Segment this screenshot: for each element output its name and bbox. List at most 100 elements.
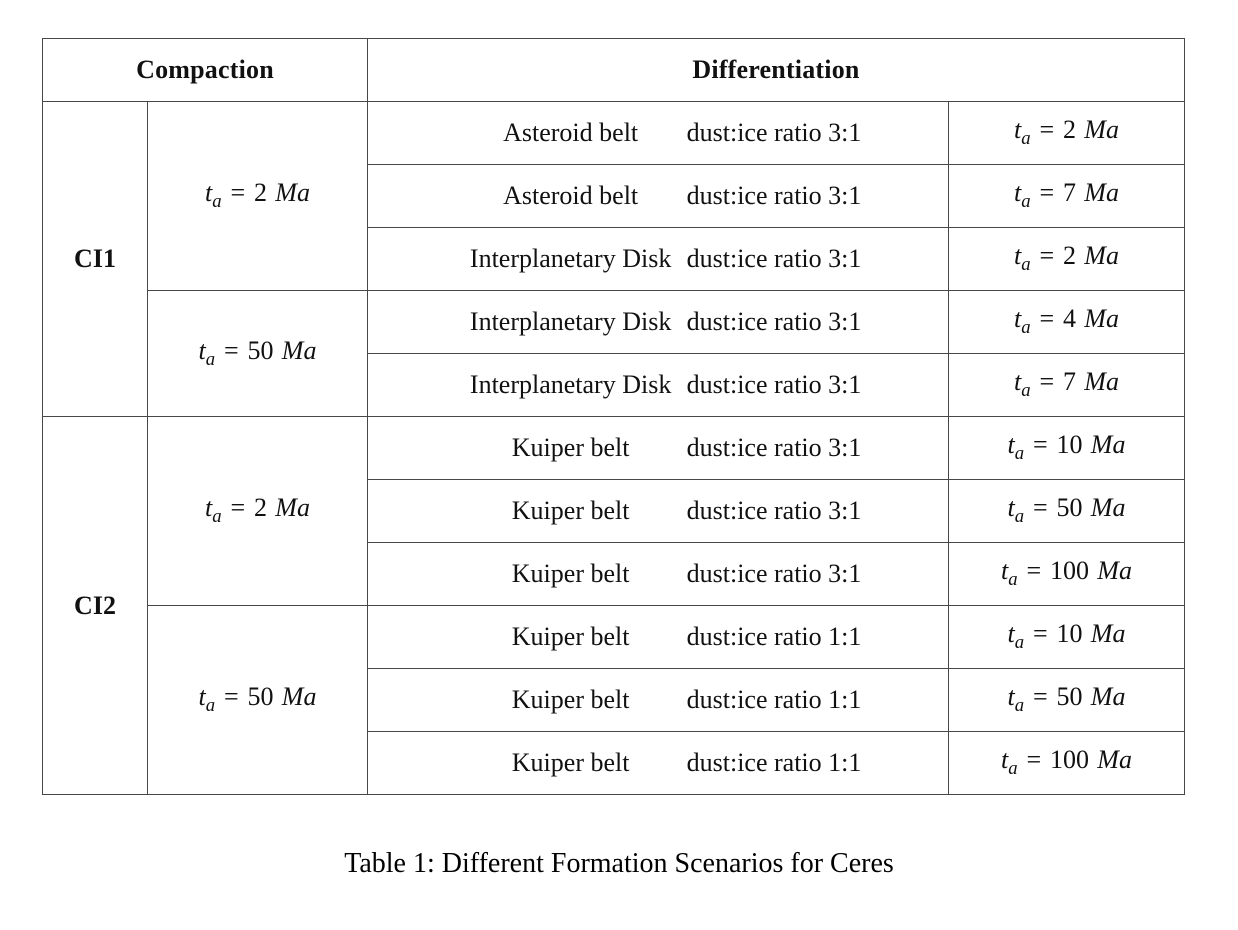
math-var: t xyxy=(1001,556,1009,586)
ta-unit: Ma xyxy=(1097,556,1132,586)
formation-location: Kuiper belt xyxy=(511,622,630,651)
math-equals: = xyxy=(1032,493,1048,523)
math-var: t xyxy=(1007,682,1015,712)
math-equals: = xyxy=(1039,241,1055,271)
math-sub: a xyxy=(205,349,216,371)
ta-value: 100 xyxy=(1049,745,1089,775)
math-equals: = xyxy=(1032,619,1048,649)
ta-unit: Ma xyxy=(1084,178,1119,208)
ta-value: 2 xyxy=(1062,115,1076,145)
math-var: t xyxy=(1001,745,1009,775)
formation-location: Asteroid belt xyxy=(503,118,639,147)
math-equals: = xyxy=(1032,682,1048,712)
math-equals: = xyxy=(1039,178,1055,208)
group-label-ci1: CI1 xyxy=(42,101,148,417)
math-var: t xyxy=(1014,367,1022,397)
dust-ice-ratio: dust:ice ratio 3:1 xyxy=(686,244,862,273)
math-var: t xyxy=(1014,304,1022,334)
table-row: Interplanetary Disk dust:ice ratio 3:1 ta… xyxy=(43,353,1185,417)
math-equals: = xyxy=(230,493,246,523)
dust-ice-ratio: dust:ice ratio 3:1 xyxy=(686,496,862,525)
ta-formula: ta =7 Ma xyxy=(1014,178,1119,212)
math-sub: a xyxy=(1021,128,1031,150)
math-sub: a xyxy=(212,506,222,528)
ta-value: 7 xyxy=(1062,178,1076,208)
ta-unit: Ma xyxy=(1097,745,1132,775)
dust-ice-ratio: dust:ice ratio 3:1 xyxy=(686,370,862,399)
ta-value: 10 xyxy=(1056,430,1083,460)
dust-ice-ratio: dust:ice ratio 1:1 xyxy=(686,622,862,651)
formation-location: Interplanetary Disk xyxy=(469,370,672,399)
math-sub: a xyxy=(1014,506,1025,528)
dust-ice-ratio: dust:ice ratio 3:1 xyxy=(686,181,862,210)
math-sub: a xyxy=(1021,380,1031,402)
formation-location: Kuiper belt xyxy=(511,433,630,462)
ta-unit: Ma xyxy=(1090,682,1126,712)
ta-value: 50 xyxy=(1056,493,1083,523)
math-var: t xyxy=(1007,619,1015,649)
ta-value: 2 xyxy=(253,178,267,208)
ta-value: 7 xyxy=(1062,367,1076,397)
ta-value: 2 xyxy=(253,493,267,523)
math-equals: = xyxy=(1039,304,1055,334)
math-sub: a xyxy=(1021,191,1031,213)
header-differentiation: Differentiation xyxy=(367,38,1185,102)
formation-location: Kuiper belt xyxy=(511,685,630,714)
formation-location: Kuiper belt xyxy=(511,496,630,525)
dust-ice-ratio: dust:ice ratio 3:1 xyxy=(686,559,862,588)
math-var: t xyxy=(1014,241,1022,271)
dust-ice-ratio: dust:ice ratio 1:1 xyxy=(686,685,862,714)
ta-unit: Ma xyxy=(1090,493,1126,523)
ta-unit: Ma xyxy=(1090,619,1126,649)
math-var: t xyxy=(1014,178,1022,208)
table-caption: Table 1: Different Formation Scenarios f… xyxy=(344,848,894,879)
ta-unit: Ma xyxy=(1084,304,1119,334)
ta-value: 50 xyxy=(247,335,274,365)
dust-ice-ratio: dust:ice ratio 3:1 xyxy=(686,433,862,462)
math-var: t xyxy=(205,493,213,523)
ta-unit: Ma xyxy=(1084,367,1119,397)
differentiation-cell: Kuiper belt dust:ice ratio 3:1 xyxy=(367,479,949,543)
table-header-row: Compaction Differentiation xyxy=(42,38,1185,102)
math-sub: a xyxy=(1008,758,1018,780)
math-sub: a xyxy=(1014,632,1025,654)
ta-value: 10 xyxy=(1056,619,1083,649)
formation-location: Kuiper belt xyxy=(511,748,630,777)
ta-unit: Ma xyxy=(275,178,310,208)
differentiation-ta-cell: ta =7 Ma xyxy=(948,164,1185,228)
ta-unit: Ma xyxy=(1084,115,1119,145)
math-equals: = xyxy=(1039,115,1055,145)
math-sub: a xyxy=(1014,695,1025,717)
math-equals: = xyxy=(230,178,246,208)
